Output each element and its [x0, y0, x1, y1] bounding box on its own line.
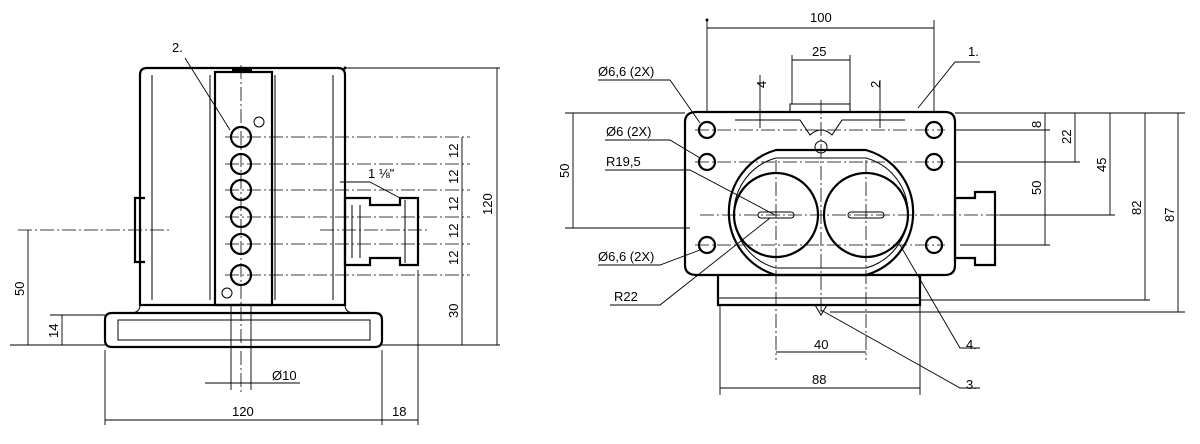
dim-pitch: 12	[446, 251, 461, 265]
cable-gland	[343, 196, 420, 267]
dim-diameter-10: Ø10	[272, 368, 297, 383]
side-gland	[953, 190, 997, 267]
dim-30: 30	[446, 304, 461, 318]
label-hole-mid: Ø6 (2X)	[606, 124, 652, 139]
front-view: 100 25 4 2 1. Ø6,6 (2X) Ø6 (2X) R19,5 Ø6…	[557, 10, 1185, 395]
callout-4: 4.	[966, 337, 977, 352]
dim-50-right: 50	[1029, 181, 1044, 195]
dim-pitch: 12	[446, 224, 461, 238]
dim-pitch: 12	[446, 144, 461, 158]
label-hole-bottom: Ø6,6 (2X)	[598, 249, 654, 264]
label-hole-top: Ø6,6 (2X)	[598, 64, 654, 79]
thread-label: 1 ⅛"	[368, 166, 395, 181]
dim-25: 25	[812, 44, 826, 59]
side-view: 2. 120 12 12 12 12 12 30 50 14 Ø10 120 1…	[10, 40, 500, 425]
center-column	[213, 70, 274, 307]
dim-50-left: 50	[557, 164, 572, 178]
callout-2: 2.	[172, 40, 183, 55]
base-flange	[103, 311, 384, 349]
label-radius-inner: R19,5	[606, 154, 641, 169]
callout-3: 3.	[966, 377, 977, 392]
dim-45: 45	[1094, 158, 1109, 172]
dim-18: 18	[392, 404, 406, 419]
dim-40: 40	[814, 337, 828, 352]
dim-100: 100	[810, 10, 832, 25]
housing-outline	[683, 110, 957, 277]
mounting-holes	[697, 120, 944, 255]
dim-height-120: 120	[480, 193, 495, 215]
dim-87: 87	[1162, 208, 1177, 222]
dim-width-120: 120	[232, 404, 254, 419]
callout-1: 1.	[968, 44, 979, 59]
dim-22: 22	[1059, 130, 1074, 144]
dim-pitch: 12	[446, 197, 461, 211]
dim-8: 8	[1029, 121, 1044, 128]
indicator-lamps	[221, 116, 265, 299]
dim-82: 82	[1129, 201, 1144, 215]
label-radius-outer: R22	[614, 289, 638, 304]
dim-pitch: 12	[446, 170, 461, 184]
housing-body	[138, 66, 347, 307]
dim-4: 4	[754, 81, 769, 88]
dim-88: 88	[812, 372, 826, 387]
dim-2: 2	[868, 81, 883, 88]
dim-50: 50	[12, 282, 27, 296]
dim-14: 14	[46, 324, 61, 338]
